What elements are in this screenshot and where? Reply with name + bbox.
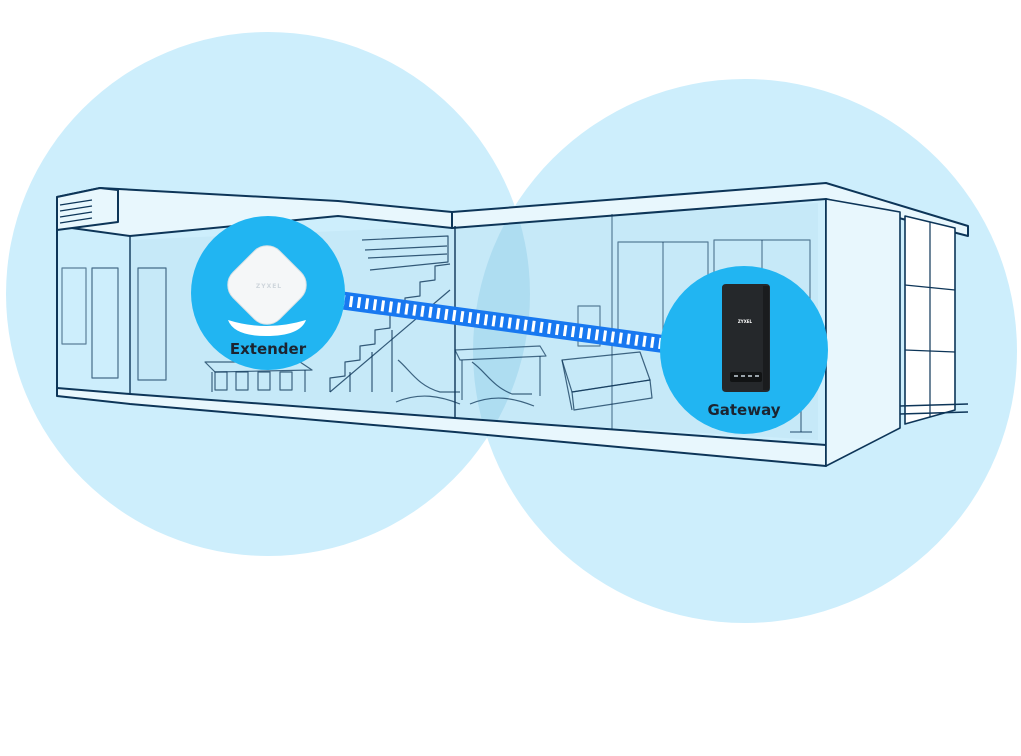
right-wall-face	[826, 199, 900, 466]
extender-brand-text: ZYXEL	[256, 283, 282, 290]
extender-label: Extender	[230, 340, 307, 358]
gateway-brand-text: ZYXEL	[738, 319, 753, 324]
gateway-side-shade	[763, 286, 769, 390]
gateway-label: Gateway	[707, 401, 780, 419]
gateway-status-leds	[730, 372, 762, 382]
extender-node: ZYXEL Extender	[191, 216, 345, 370]
chimney	[57, 188, 118, 230]
gateway-node: ZYXEL Gateway	[660, 266, 828, 434]
